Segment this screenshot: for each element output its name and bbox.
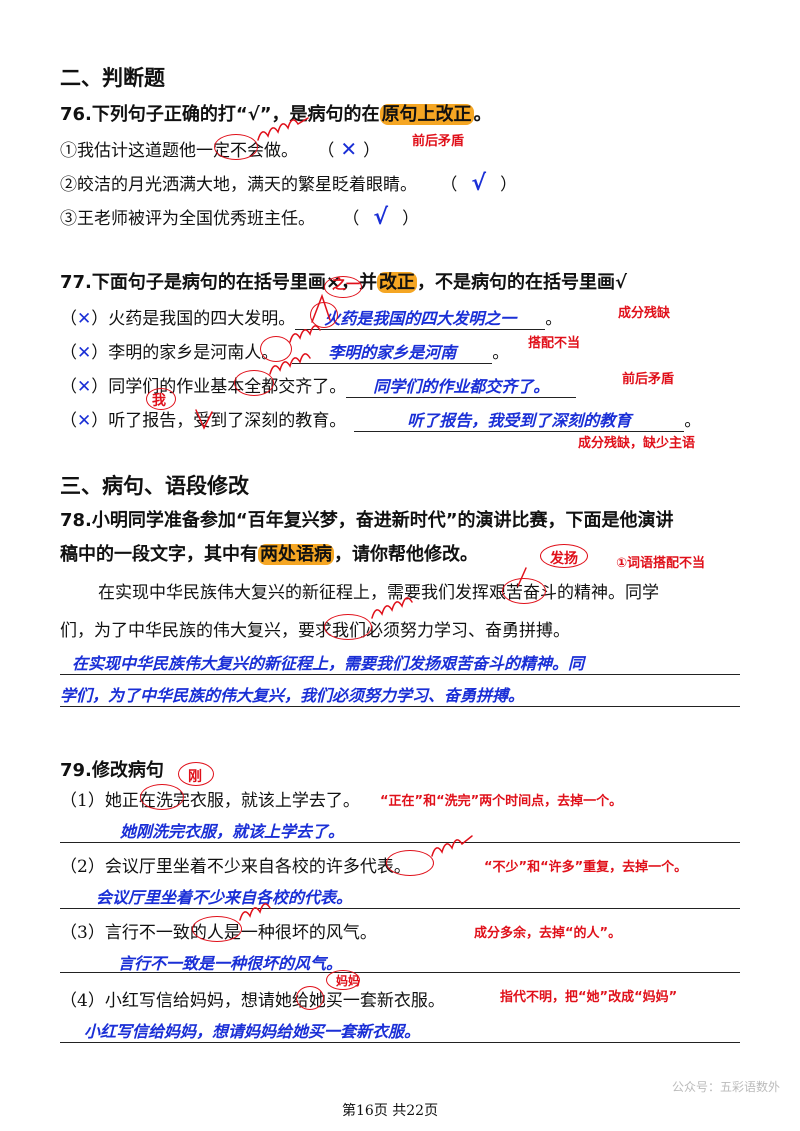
check-mark: √ — [373, 205, 389, 230]
q78-title-line-2: 稿中的一段文字，其中有两处语病，请你帮他修改。 — [60, 544, 478, 565]
q77-note-3: 前后矛盾 — [622, 372, 675, 387]
correction-circle — [502, 578, 546, 604]
answer-line — [60, 908, 740, 909]
q79-note-2: “不少”和“许多”重复，去掉一个。 — [484, 860, 688, 875]
q77-answer-4: 听了报告，我受到了深刻的教育 — [354, 407, 685, 432]
answer-line — [60, 842, 740, 843]
q79-item-1: （1）她正在洗完衣服，就该上学去了。 — [60, 791, 360, 811]
q78-title-line-1: 78.小明同学准备参加“百年复兴梦，奋进新时代”的演讲比赛，下面是他演讲 — [60, 510, 674, 531]
correction-circle — [260, 336, 292, 362]
q78-answer-line-1: 在实现中华民族伟大复兴的新征程上，需要我们发扬艰苦奋斗的精神。同 — [72, 654, 585, 673]
check-mark: √ — [471, 171, 487, 196]
answer-line — [60, 1042, 740, 1043]
correction-circle — [146, 388, 176, 410]
cross-mark: ✕ — [77, 309, 92, 329]
q77-answer-3: 同学们的作业都交齐了。 — [346, 373, 577, 398]
correction-circle — [192, 916, 242, 942]
correction-circle — [540, 544, 588, 568]
answer-line — [60, 706, 740, 707]
q78-answer-line-2: 学们，为了中华民族的伟大复兴，我们必须努力学习、奋勇拼搏。 — [60, 686, 525, 705]
q79-answer-4: 小红写信给妈妈，想请妈妈给她买一套新衣服。 — [84, 1022, 421, 1041]
q79-title: 79.修改病句 — [60, 760, 164, 781]
q76-highlight: 原句上改正 — [379, 104, 474, 125]
q77-note-2: 搭配不当 — [528, 336, 581, 351]
watermark: 公众号：五彩语数外 — [672, 1080, 781, 1094]
section-heading-judgement: 二、判断题 — [60, 66, 165, 90]
cross-mark: ✕ — [77, 411, 92, 431]
correction-circle — [140, 784, 184, 810]
q76-item-2: ②皎洁的月光洒满大地，满天的繁星眨着眼睛。 （√） — [60, 171, 518, 196]
correction-circle — [296, 986, 324, 1010]
q76-note-1: 前后矛盾 — [412, 134, 465, 149]
q79-answer-1: 她刚洗完衣服，就该上学去了。 — [120, 822, 345, 841]
answer-line — [60, 674, 740, 675]
q79-note-3: 成分多余，去掉“的人”。 — [474, 926, 622, 941]
q77-highlight: 改正 — [376, 272, 417, 293]
q79-item-2: （2）会议厅里坐着不少来自各校的许多代表。 — [60, 857, 411, 877]
section-heading-revision: 三、病句、语段修改 — [60, 474, 249, 498]
cross-mark: ✕ — [340, 137, 358, 161]
q78-paragraph-line-2: 们，为了中华民族的伟大复兴，要求我们必须努力学习、奋勇拼搏。 — [60, 621, 570, 641]
cross-mark: ✕ — [77, 377, 92, 397]
q79-answer-3: 言行不一致是一种很坏的风气。 — [118, 954, 343, 973]
q79-answer-2: 会议厅里坐着不少来自各校的代表。 — [96, 888, 353, 907]
q77-note-1: 成分残缺 — [618, 306, 671, 321]
q79-item-4: （4）小红写信给妈妈，想请她给她买一套新衣服。 — [60, 991, 445, 1011]
correction-circle — [234, 370, 274, 396]
q77-note-4: 成分残缺，缺少主语 — [578, 436, 696, 451]
q78-highlight: 两处语病 — [258, 544, 334, 565]
q77-item-2: （✕）李明的家乡是河南人。李明的家乡是河南。 — [60, 338, 509, 364]
cross-mark: ✕ — [77, 343, 92, 363]
q78-note: ①词语搭配不当 — [616, 556, 706, 571]
q77-answer-2: 李明的家乡是河南 — [292, 339, 493, 364]
answer-line — [60, 972, 740, 973]
q77-item-3: （✕）同学们的作业基本全都交齐了。同学们的作业都交齐了。 — [60, 372, 577, 398]
q77-item-4: （✕）听了报告，受到了深刻的教育。听了报告，我受到了深刻的教育。 — [60, 406, 701, 432]
q79-note-4: 指代不明，把“她”改成“妈妈” — [500, 990, 678, 1005]
correction-circle — [178, 762, 214, 786]
correction-circle — [326, 970, 360, 990]
q79-note-1: “正在”和“洗完”两个时间点，去掉一个。 — [380, 794, 623, 809]
correction-circle — [386, 850, 434, 876]
delete-loop — [431, 835, 473, 857]
q76-item-3: ③王老师被评为全国优秀班主任。 （√） — [60, 205, 420, 230]
q78-paragraph-line-1: 在实现中华民族伟大复兴的新征程上，需要我们发挥艰苦奋斗的精神。同学 — [98, 583, 659, 603]
page-number: 第16页 共22页 — [342, 1103, 439, 1119]
q76-title: 76.下列句子正确的打“√”，是病句的在原句上改正。 — [60, 104, 492, 125]
q77-answer-1: 火药是我国的四大发明之一 — [295, 305, 546, 330]
correction-circle — [324, 276, 362, 298]
correction-circle — [214, 134, 258, 160]
q77-item-1: （✕）火药是我国的四大发明。火药是我国的四大发明之一。 — [60, 304, 562, 330]
correction-circle — [310, 302, 338, 328]
correction-circle — [324, 614, 372, 640]
q77-title: 77.下面句子是病句的在括号里画×，并改正，不是病句的在括号里画√ — [60, 272, 627, 293]
